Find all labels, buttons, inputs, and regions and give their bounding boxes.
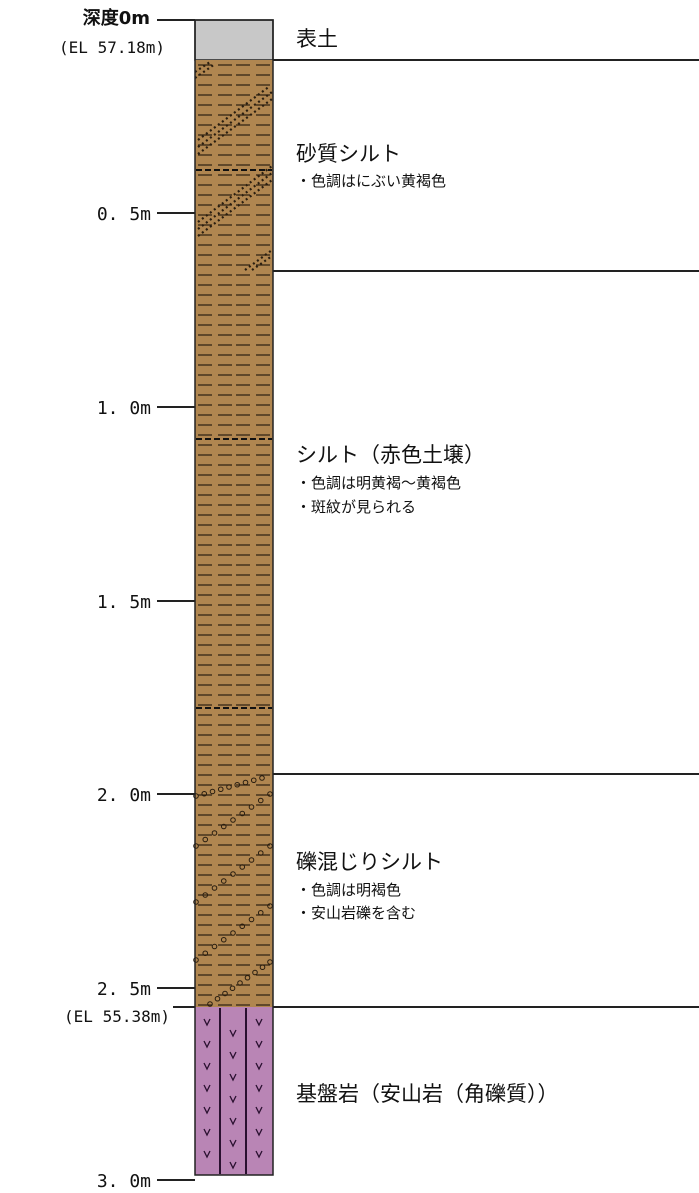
bedrock-v-mark: [255, 1040, 263, 1049]
gravel-pebble: [237, 980, 243, 986]
depth-ticks: [157, 19, 195, 1181]
bedrock-v-mark: [203, 1128, 211, 1137]
gravel-pebble: [234, 781, 241, 788]
bedrock-v-mark: [255, 1018, 263, 1027]
layer-name-gravelly-silt: 礫混じりシルト: [296, 850, 443, 874]
gravel-pebble: [257, 797, 264, 804]
gravel-pebble: [229, 985, 236, 992]
bedrock-v-mark: [229, 1051, 237, 1060]
elevation-label-top: (EL 57.18m): [59, 38, 165, 57]
gravel-pebble: [242, 779, 249, 786]
gravel-pebble: [211, 830, 218, 836]
bedrock-marks: [203, 1008, 263, 1174]
bedrock-v-mark: [255, 1084, 263, 1093]
gravel-pebble: [248, 804, 255, 810]
bedrock-v-mark: [229, 1139, 237, 1148]
layer-gravelly-silt-fill: [195, 774, 273, 1007]
gravel-pebble: [202, 892, 209, 898]
gravel-marks: [193, 775, 273, 1007]
sandy-silt-hatch: [194, 61, 273, 271]
depth-label-top: 深度0m: [83, 7, 150, 29]
bedrock-v-mark: [229, 1095, 237, 1104]
layer-name-topsoil: 表土: [296, 27, 338, 51]
bedrock-v-mark: [255, 1062, 263, 1071]
layer-note: ・安山岩礫を含む: [296, 904, 416, 922]
gravel-pebble: [211, 885, 218, 891]
layer-sandy-silt-fill: [195, 60, 273, 271]
gravel-pebble: [222, 990, 228, 997]
layer-note: ・色調は明黄褐～黄褐色: [296, 474, 461, 492]
bedrock-v-mark: [203, 1018, 211, 1027]
depth-label-1-5: 1. 5m: [97, 592, 151, 613]
layer-boundaries: [273, 59, 699, 1008]
layer-name-silt: シルト（赤色土壌）: [296, 443, 485, 467]
depth-label-2-5: 2. 5m: [97, 979, 151, 1000]
gravel-pebble: [209, 788, 216, 795]
gravel-pebble: [230, 817, 236, 823]
bedrock-v-mark: [255, 1150, 263, 1159]
bedrock-v-mark: [203, 1106, 211, 1115]
gravel-pebble: [201, 790, 208, 797]
gravel-pebble: [257, 909, 264, 916]
gravel-pebble: [248, 916, 255, 923]
gravel-pebble: [202, 950, 209, 957]
elevation-label-bottom: (EL 55.38m): [64, 1007, 170, 1026]
gravel-pebble: [239, 810, 246, 817]
gravel-pebble: [259, 775, 265, 781]
gravel-pebble: [239, 923, 246, 930]
bedrock-v-mark: [203, 1062, 211, 1071]
gravel-pebble: [252, 969, 258, 976]
gravel-pebble: [248, 857, 255, 863]
gravel-pebble: [239, 864, 246, 870]
bedrock-v-mark: [229, 1029, 237, 1038]
gravel-pebble: [250, 777, 257, 784]
gravel-pebble: [207, 1001, 213, 1007]
layer-silt-fill: [195, 271, 273, 774]
gravel-pebble: [193, 899, 199, 905]
gravel-pebble: [214, 995, 221, 1002]
gravel-pebble: [244, 974, 251, 981]
depth-label-3-0: 3. 0m: [97, 1171, 151, 1192]
bedrock-v-mark: [203, 1084, 211, 1093]
layer-note: ・斑紋が見られる: [296, 498, 416, 516]
depth-label-0-5: 0. 5m: [97, 204, 151, 225]
gravel-pebble: [202, 836, 209, 843]
gravel-pebble: [217, 786, 224, 793]
gravel-pebble: [193, 793, 199, 799]
bedrock-v-mark: [229, 1073, 237, 1082]
gravel-pebble: [230, 871, 236, 877]
bedrock-v-mark: [255, 1128, 263, 1137]
column-outline: [194, 19, 274, 1176]
bedrock-v-mark: [229, 1161, 237, 1170]
gravel-pebble: [230, 930, 236, 936]
gravel-pebble: [193, 957, 199, 963]
gravel-pebble: [257, 850, 264, 856]
layer-name-sandy-silt: 砂質シルト: [296, 142, 401, 166]
depth-label-1-0: 1. 0m: [97, 398, 151, 419]
gravel-pebble: [259, 964, 266, 971]
layer-topsoil-fill: [194, 19, 274, 61]
layer-name-bedrock: 基盤岩（安山岩（角礫質））: [296, 1082, 559, 1106]
bedrock-v-mark: [203, 1040, 211, 1049]
layer-note: ・色調は明褐色: [296, 881, 401, 899]
layer-note: ・色調はにぶい黄褐色: [296, 172, 446, 190]
gravel-pebble: [220, 936, 227, 943]
bedrock-v-mark: [255, 1106, 263, 1115]
gravel-pebble: [193, 843, 199, 849]
gravel-pebble: [226, 784, 232, 790]
bedrock-v-mark: [203, 1150, 211, 1159]
gravel-pebble: [220, 878, 227, 884]
gravel-pebble: [211, 943, 218, 950]
bedrock-v-mark: [229, 1117, 237, 1126]
depth-label-2-0: 2. 0m: [97, 785, 151, 806]
gravel-pebble: [220, 823, 227, 830]
